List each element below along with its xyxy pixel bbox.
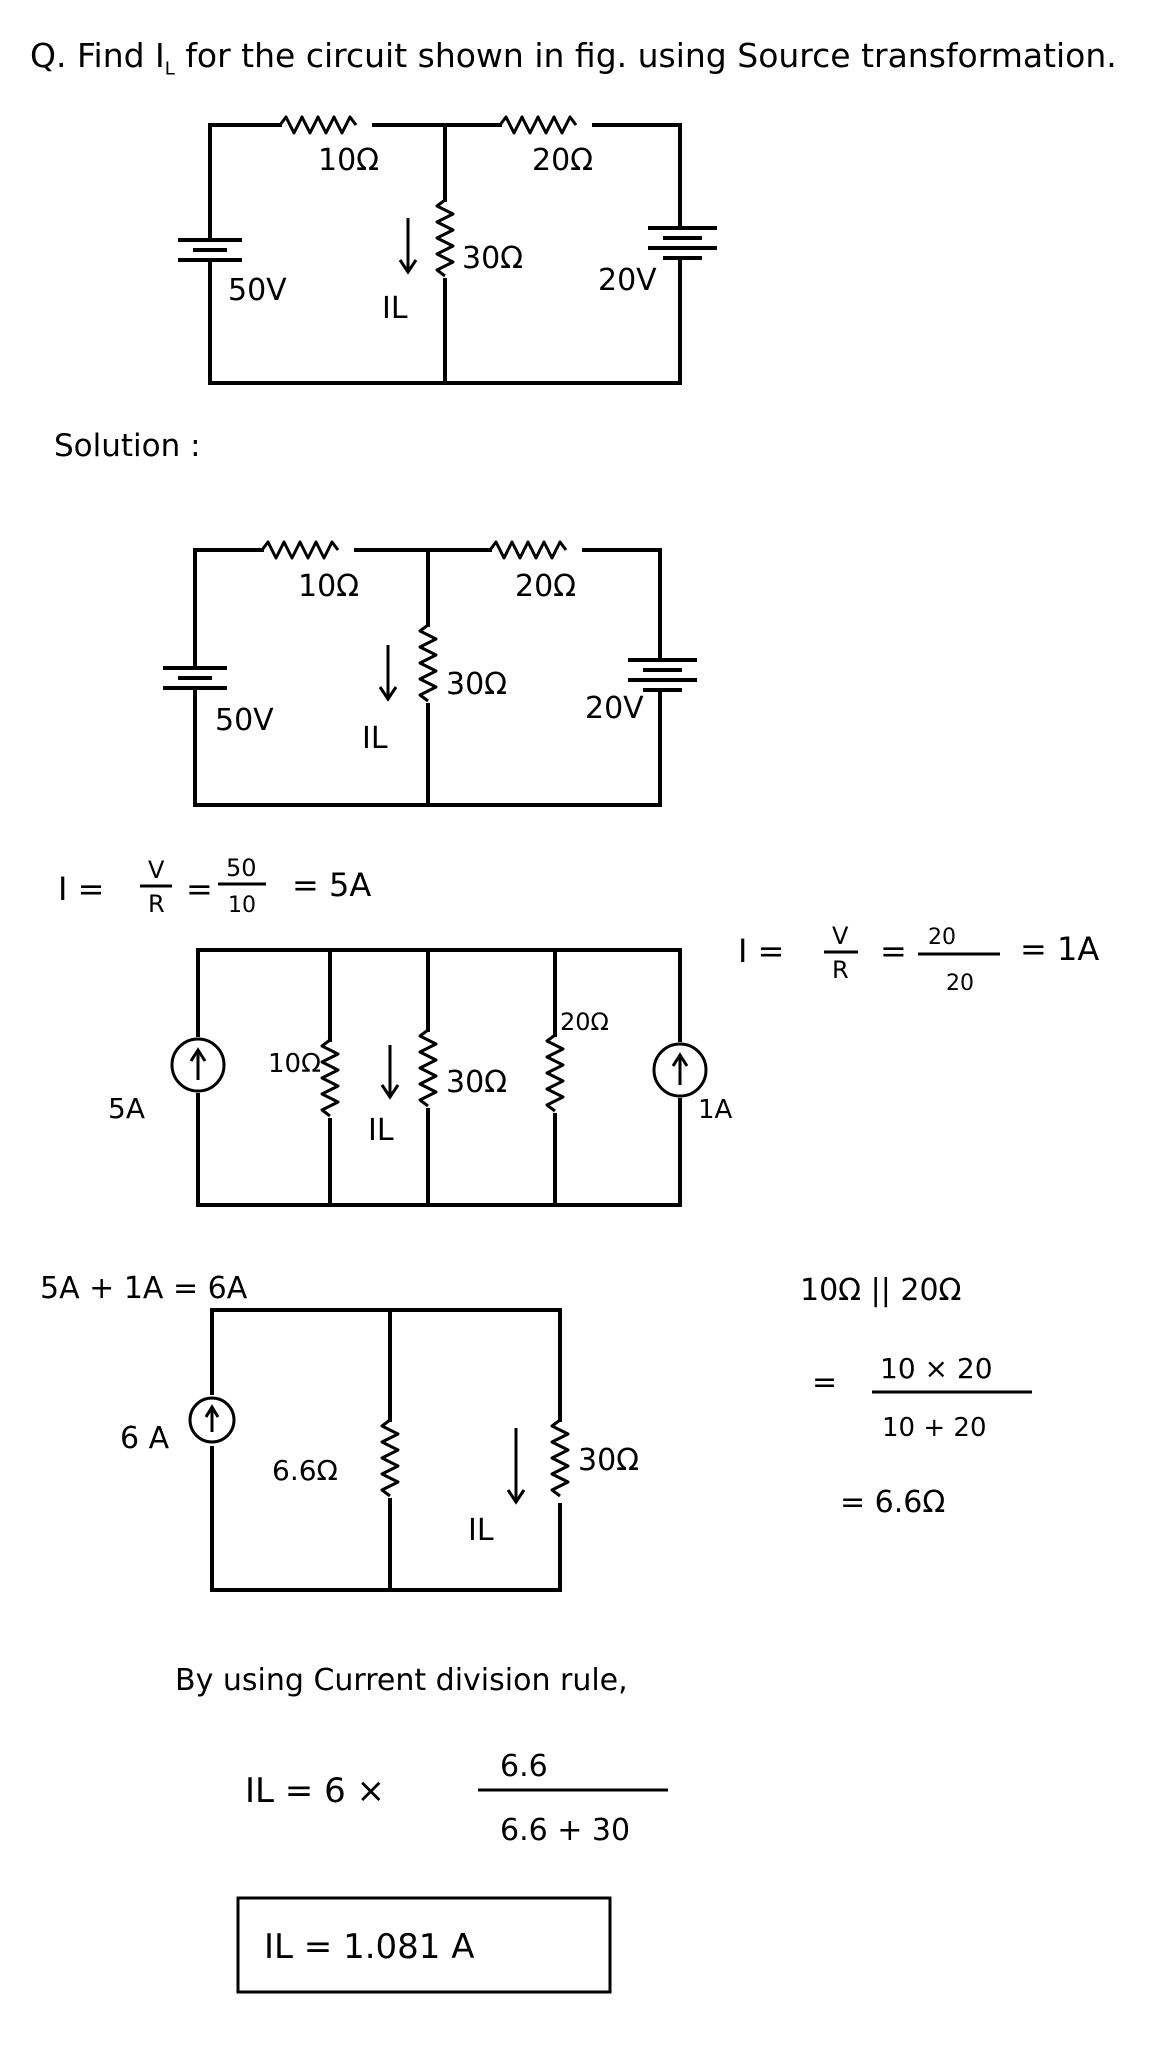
label-il: IL bbox=[382, 291, 408, 326]
svg-text:10 × 20: 10 × 20 bbox=[880, 1352, 993, 1385]
svg-text:50: 50 bbox=[226, 854, 257, 882]
svg-text:=: = bbox=[880, 932, 907, 970]
equation-left-transform: I = V R = 50 10 = 5A bbox=[58, 854, 371, 918]
resistor-10ohm bbox=[278, 115, 358, 135]
svg-text:= 5A: = 5A bbox=[292, 866, 371, 904]
svg-text:IL = 6 ×: IL = 6 × bbox=[245, 1771, 385, 1811]
svg-text:30Ω: 30Ω bbox=[578, 1443, 639, 1478]
circuit-current-sources: 5A 10Ω 30Ω 20Ω 1A IL bbox=[108, 948, 733, 1207]
label-1a: 1A bbox=[698, 1095, 733, 1125]
svg-text:6.6 + 30: 6.6 + 30 bbox=[500, 1813, 630, 1848]
current-source-1a-icon bbox=[652, 1042, 708, 1098]
svg-text:6.6: 6.6 bbox=[500, 1749, 548, 1784]
question-text: Q. Find IL for the circuit shown in fig.… bbox=[30, 36, 1117, 80]
parallel-calculation: 10Ω || 20Ω = 10 × 20 10 + 20 = 6.6Ω bbox=[800, 1273, 1032, 1520]
svg-text:30Ω: 30Ω bbox=[446, 667, 507, 702]
svg-text:30Ω: 30Ω bbox=[446, 1065, 507, 1100]
svg-text:10Ω: 10Ω bbox=[298, 569, 359, 604]
svg-text:20Ω: 20Ω bbox=[515, 569, 576, 604]
label-20v: 20V bbox=[598, 263, 657, 298]
svg-text:10: 10 bbox=[228, 893, 256, 918]
label-20ohm: 20Ω bbox=[532, 143, 593, 178]
svg-text:=: = bbox=[812, 1365, 837, 1400]
circuit-combined: 6 A 6.6Ω 30Ω IL bbox=[120, 1308, 639, 1592]
division-equation: IL = 6 × 6.6 6.6 + 30 bbox=[245, 1749, 668, 1848]
svg-text:10Ω || 20Ω: 10Ω || 20Ω bbox=[800, 1273, 961, 1308]
svg-text:50V: 50V bbox=[215, 703, 274, 738]
answer-box bbox=[236, 1896, 612, 1994]
circuit-solution-copy: 10Ω 20Ω 30Ω 50V 20V IL bbox=[163, 540, 697, 807]
label-5a: 5A bbox=[108, 1092, 145, 1125]
resistor-20ohm bbox=[498, 115, 578, 135]
current-source-6a-icon bbox=[188, 1396, 236, 1444]
svg-text:=: = bbox=[186, 870, 213, 908]
svg-text:R: R bbox=[148, 890, 165, 918]
svg-text:IL: IL bbox=[362, 721, 388, 756]
final-answer: IL = 1.081 A bbox=[264, 1927, 474, 1967]
svg-text:6.6Ω: 6.6Ω bbox=[272, 1454, 338, 1487]
svg-text:IL: IL bbox=[368, 1113, 394, 1148]
svg-text:IL: IL bbox=[468, 1513, 494, 1548]
sum-equation: 5A + 1A = 6A bbox=[40, 1271, 248, 1306]
circuit-original: 10Ω 20Ω 30Ω 50V 20V IL bbox=[178, 115, 717, 385]
svg-text:10Ω: 10Ω bbox=[268, 1049, 321, 1079]
label-50v: 50V bbox=[228, 273, 287, 308]
svg-text:R: R bbox=[832, 956, 849, 984]
svg-text:20: 20 bbox=[946, 971, 974, 996]
svg-text:6 A: 6 A bbox=[120, 1421, 170, 1456]
svg-text:I =: I = bbox=[738, 932, 784, 970]
svg-text:= 6.6Ω: = 6.6Ω bbox=[840, 1485, 945, 1520]
svg-text:V: V bbox=[148, 856, 165, 884]
svg-text:V: V bbox=[832, 922, 849, 950]
label-10ohm: 10Ω bbox=[318, 143, 379, 178]
svg-text:20V: 20V bbox=[585, 691, 644, 726]
solution-label: Solution : bbox=[54, 428, 201, 464]
division-rule-text: By using Current division rule, bbox=[175, 1663, 628, 1698]
label-30ohm: 30Ω bbox=[462, 241, 523, 276]
svg-text:20: 20 bbox=[928, 925, 956, 950]
svg-text:20Ω: 20Ω bbox=[560, 1008, 609, 1036]
svg-text:I =: I = bbox=[58, 870, 104, 908]
current-source-5a-icon bbox=[170, 1037, 226, 1093]
equation-right-transform: I = V R = 20 20 = 1A bbox=[738, 922, 1099, 996]
svg-text:10 + 20: 10 + 20 bbox=[882, 1413, 986, 1443]
resistor-30ohm bbox=[435, 198, 455, 278]
svg-text:= 1A: = 1A bbox=[1020, 930, 1099, 968]
